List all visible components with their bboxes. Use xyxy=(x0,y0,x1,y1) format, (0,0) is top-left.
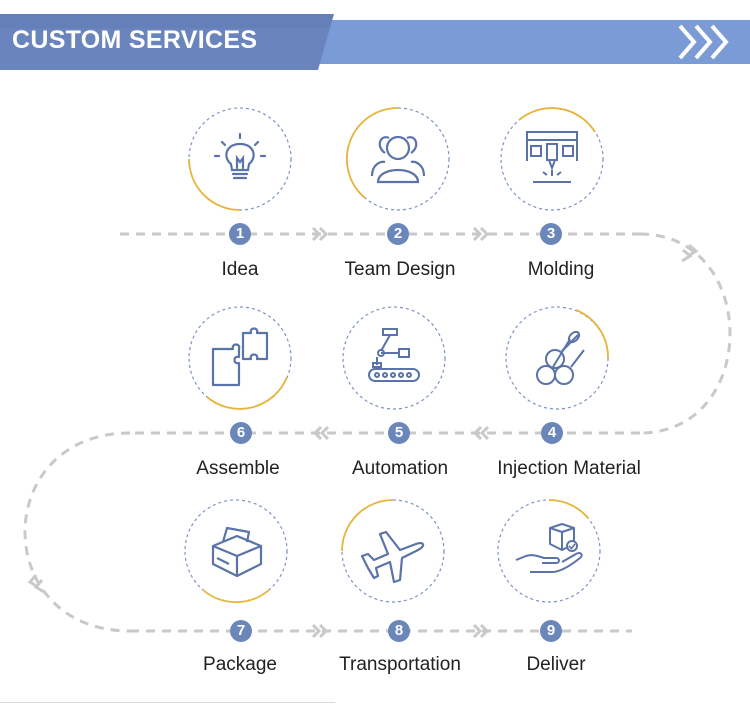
step-2-circle xyxy=(345,106,451,212)
step-5-circle xyxy=(341,305,447,411)
footer-divider xyxy=(0,702,335,703)
step-9-number: 9 xyxy=(540,620,562,642)
header-banner: CUSTOM SERVICES xyxy=(0,0,750,70)
step-2-number: 2 xyxy=(387,223,409,245)
step-6-number: 6 xyxy=(230,422,252,444)
step-1-circle xyxy=(187,106,293,212)
banner-graphic xyxy=(0,14,750,70)
step-7-label: Package xyxy=(203,654,277,675)
step-6-circle xyxy=(187,305,293,411)
step-9-circle xyxy=(496,498,602,604)
step-3-number: 3 xyxy=(540,223,562,245)
step-8-label: Transportation xyxy=(339,654,461,675)
step-7-circle xyxy=(183,498,289,604)
step-5-label: Automation xyxy=(351,458,449,479)
airplane-icon xyxy=(360,530,425,584)
chevrons-icon xyxy=(678,24,729,60)
delivery-hand-icon xyxy=(515,523,583,573)
molding-machine-icon xyxy=(526,131,578,183)
step-6-label: Assemble xyxy=(196,458,280,479)
robot-arm-icon xyxy=(368,328,420,382)
step-1-number: 1 xyxy=(229,223,251,245)
step-3-label: Molding xyxy=(527,259,595,280)
step-1-label: Idea xyxy=(221,259,259,280)
step-4-circle xyxy=(504,305,610,411)
team-icon xyxy=(370,135,426,184)
step-9-label: Deliver xyxy=(526,654,586,675)
step-2-label: Team Design xyxy=(344,259,456,280)
puzzle-icon xyxy=(211,327,269,387)
step-5-number: 5 xyxy=(388,422,410,444)
step-3-circle xyxy=(499,106,605,212)
step-8-number: 8 xyxy=(388,620,410,642)
page-title: CUSTOM SERVICES xyxy=(12,26,258,54)
step-8-circle xyxy=(340,498,446,604)
material-rolls-icon xyxy=(536,330,585,385)
step-4-label: Injection Material xyxy=(497,458,641,479)
box-icon xyxy=(211,526,263,578)
step-7-number: 7 xyxy=(230,620,252,642)
lightbulb-icon xyxy=(213,132,267,180)
step-4-number: 4 xyxy=(541,422,563,444)
arrow-markers xyxy=(27,226,699,639)
